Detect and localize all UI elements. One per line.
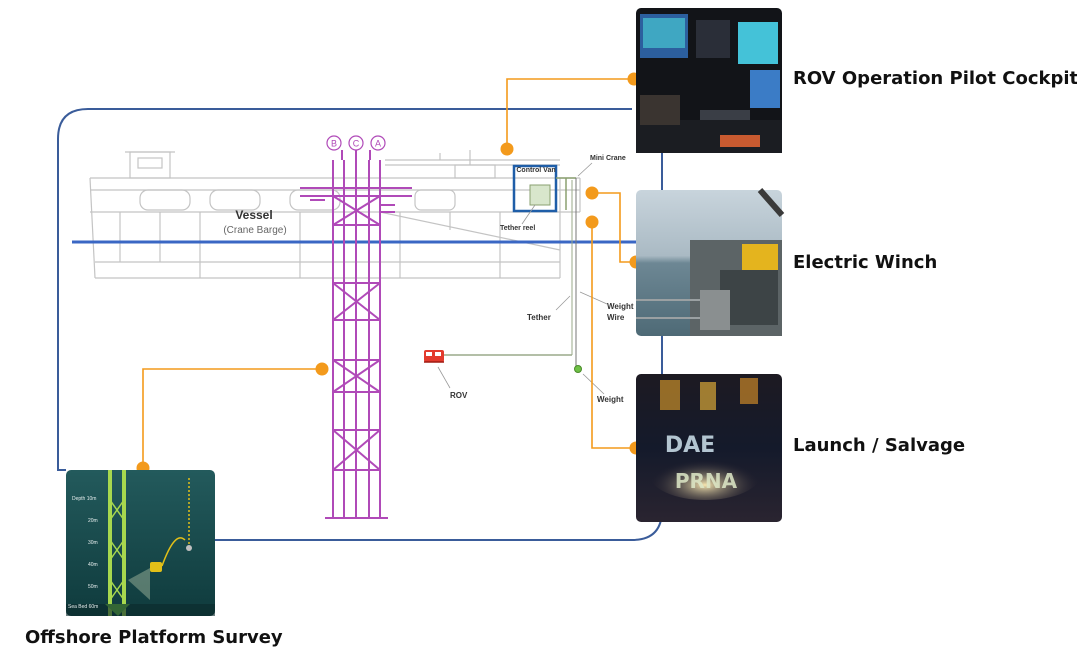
control-van-interior [529, 184, 551, 206]
tether-pointer [555, 295, 571, 311]
panel-caption-launch: Launch / Salvage [793, 435, 966, 456]
weight-wire-pointer [579, 291, 608, 305]
weight-wire-label-line1: Weight [607, 302, 634, 311]
weight-pointer [582, 373, 605, 395]
panel-caption-survey: Offshore Platform Survey [25, 627, 283, 648]
mini-crane-label: Mini Crane [590, 155, 626, 162]
panel-caption-cockpit: ROV Operation Pilot Cockpit [793, 68, 1077, 89]
depth-tick-10: Depth 10m [72, 496, 96, 502]
panel-caption-winch: Electric Winch [793, 252, 938, 273]
depth-tick-40: 40m [88, 562, 98, 568]
depth-tick-seabed: Sea Bed 60m [68, 604, 98, 610]
launch-photo: DAE PRNA [636, 374, 782, 522]
jacket-structure [300, 150, 412, 519]
weight-wire-label-line2: Wire [607, 313, 625, 322]
tether-reel-pointer [521, 204, 536, 225]
depth-tick-30: 30m [88, 540, 98, 546]
jacket-leg-a: A [375, 139, 381, 149]
launch-photo-hull-text-top: DAE [665, 433, 715, 458]
tether-reel-label: Tether reel [500, 225, 535, 232]
callout-dots [136, 72, 643, 475]
crane-and-lines [436, 177, 577, 368]
depth-scale: Depth 10m 20m 30m 40m 50m Sea Bed 60m [68, 496, 98, 610]
launch-photo-hull-text-bottom: PRNA [675, 469, 738, 493]
winch-photo [636, 188, 785, 336]
survey-photo [66, 470, 215, 616]
depth-tick-50: 50m [88, 584, 98, 590]
rov-icon [424, 350, 444, 363]
jacket-leg-b: B [331, 139, 337, 149]
control-van-box [512, 164, 558, 213]
rov-label: ROV [450, 391, 468, 400]
cockpit-photo [636, 8, 782, 153]
vessel-name: Vessel [235, 208, 272, 222]
jacket-leg-c: C [353, 139, 360, 149]
vessel-subtitle: (Crane Barge) [223, 225, 286, 236]
depth-tick-20: 20m [88, 518, 98, 524]
vessel-drawing [89, 150, 581, 279]
weight-wire-label: Weight Wire [607, 302, 636, 322]
callout-lines [142, 78, 636, 468]
weight-marker [574, 365, 582, 373]
jacket-leg-markers [326, 135, 386, 151]
control-van-label: Control Van [516, 167, 555, 174]
weight-label: Weight [597, 395, 624, 404]
rov-pointer [437, 366, 451, 389]
tether-label: Tether [527, 313, 551, 322]
mini-crane-pointer [577, 162, 593, 177]
